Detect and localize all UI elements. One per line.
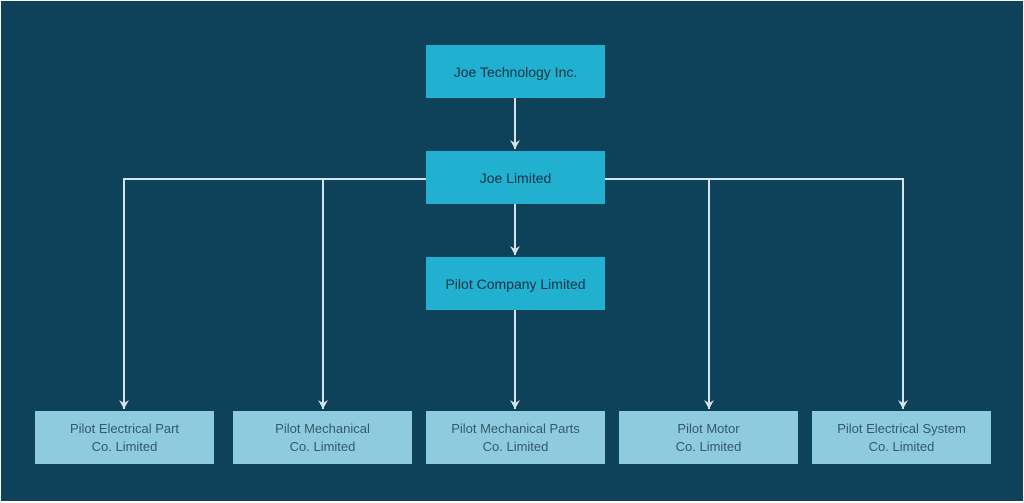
- connector-joe-limited-to-leaf-electrical-system: [605, 178, 908, 409]
- node-label-line1: Pilot Electrical Part: [69, 420, 180, 436]
- node-joe-limited[interactable]: Joe Limited: [426, 151, 605, 204]
- node-label-line2: Co. Limited: [91, 438, 158, 454]
- node-label-line2: Co. Limited: [868, 438, 935, 454]
- node-label-line2: Co. Limited: [482, 438, 549, 454]
- node-pilot-company[interactable]: Pilot Company Limited: [426, 257, 605, 310]
- node-label: Joe Technology Inc.: [453, 63, 578, 80]
- node-pilot-electrical-system[interactable]: Pilot Electrical System Co. Limited: [812, 411, 991, 464]
- node-pilot-mechanical[interactable]: Pilot Mechanical Co. Limited: [233, 411, 412, 464]
- node-label: Joe Limited: [479, 169, 552, 186]
- node-label-line1: Pilot Electrical System: [837, 420, 966, 436]
- node-label-line2: Co. Limited: [289, 438, 356, 454]
- node-label: Pilot Company Limited: [445, 275, 586, 292]
- node-pilot-motor[interactable]: Pilot Motor Co. Limited: [619, 411, 798, 464]
- node-pilot-electrical-part[interactable]: Pilot Electrical Part Co. Limited: [35, 411, 214, 464]
- connector-joe-limited-to-leaf-electrical-part: [119, 178, 426, 409]
- node-joe-technology[interactable]: Joe Technology Inc.: [426, 45, 605, 98]
- node-label-line1: Pilot Mechanical Parts: [451, 420, 580, 436]
- node-pilot-mechanical-parts[interactable]: Pilot Mechanical Parts Co. Limited: [426, 411, 605, 464]
- node-label-line2: Co. Limited: [675, 438, 742, 454]
- node-label-line1: Pilot Motor: [677, 420, 740, 436]
- node-label-line1: Pilot Mechanical: [275, 420, 370, 436]
